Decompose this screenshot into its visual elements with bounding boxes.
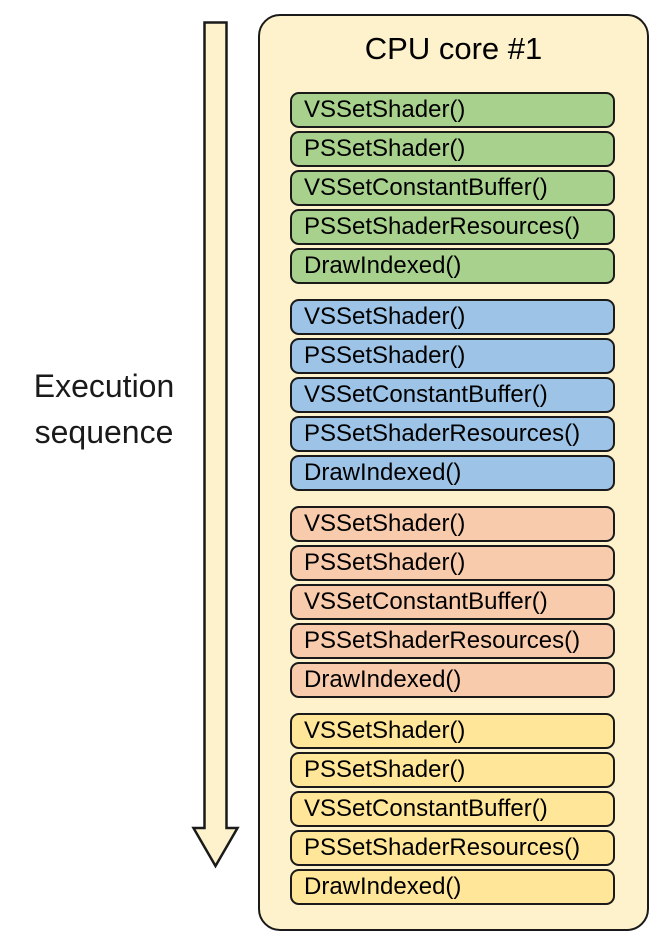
- api-call-row: VSSetConstantBuffer(): [290, 584, 615, 620]
- call-group-3: VSSetShader() PSSetShader() VSSetConstan…: [290, 506, 615, 698]
- api-call-row: VSSetConstantBuffer(): [290, 377, 615, 413]
- call-group-1: VSSetShader() PSSetShader() VSSetConstan…: [290, 92, 615, 284]
- api-call-row: PSSetShader(): [290, 338, 615, 374]
- down-arrow-icon: [191, 21, 240, 869]
- api-call-row: VSSetShader(): [290, 299, 615, 335]
- api-call-row: DrawIndexed(): [290, 455, 615, 491]
- api-call-row: VSSetConstantBuffer(): [290, 170, 615, 206]
- api-call-row: PSSetShaderResources(): [290, 416, 615, 452]
- api-call-row: PSSetShader(): [290, 131, 615, 167]
- api-call-row: VSSetShader(): [290, 92, 615, 128]
- cpu-core-title: CPU core #1: [364, 31, 543, 66]
- api-call-row: VSSetConstantBuffer(): [290, 791, 615, 827]
- call-group-2: VSSetShader() PSSetShader() VSSetConstan…: [290, 299, 615, 491]
- api-call-row: DrawIndexed(): [290, 662, 615, 698]
- api-call-row: VSSetShader(): [290, 713, 615, 749]
- call-groups: VSSetShader() PSSetShader() VSSetConstan…: [290, 92, 615, 905]
- api-call-row: PSSetShaderResources(): [290, 830, 615, 866]
- api-call-row: PSSetShaderResources(): [290, 623, 615, 659]
- api-call-row: VSSetShader(): [290, 506, 615, 542]
- execution-sequence-label-line2: sequence: [34, 414, 174, 450]
- cpu-core-panel: CPU core #1 VSSetShader() PSSetShader() …: [258, 14, 649, 931]
- execution-sequence-label-line1: Execution: [33, 368, 175, 404]
- api-call-row: PSSetShader(): [290, 752, 615, 788]
- api-call-row: PSSetShader(): [290, 545, 615, 581]
- call-group-4: VSSetShader() PSSetShader() VSSetConstan…: [290, 713, 615, 905]
- api-call-row: PSSetShaderResources(): [290, 209, 615, 245]
- api-call-row: DrawIndexed(): [290, 869, 615, 905]
- execution-sequence-label: Execution sequence: [8, 363, 200, 455]
- api-call-row: DrawIndexed(): [290, 248, 615, 284]
